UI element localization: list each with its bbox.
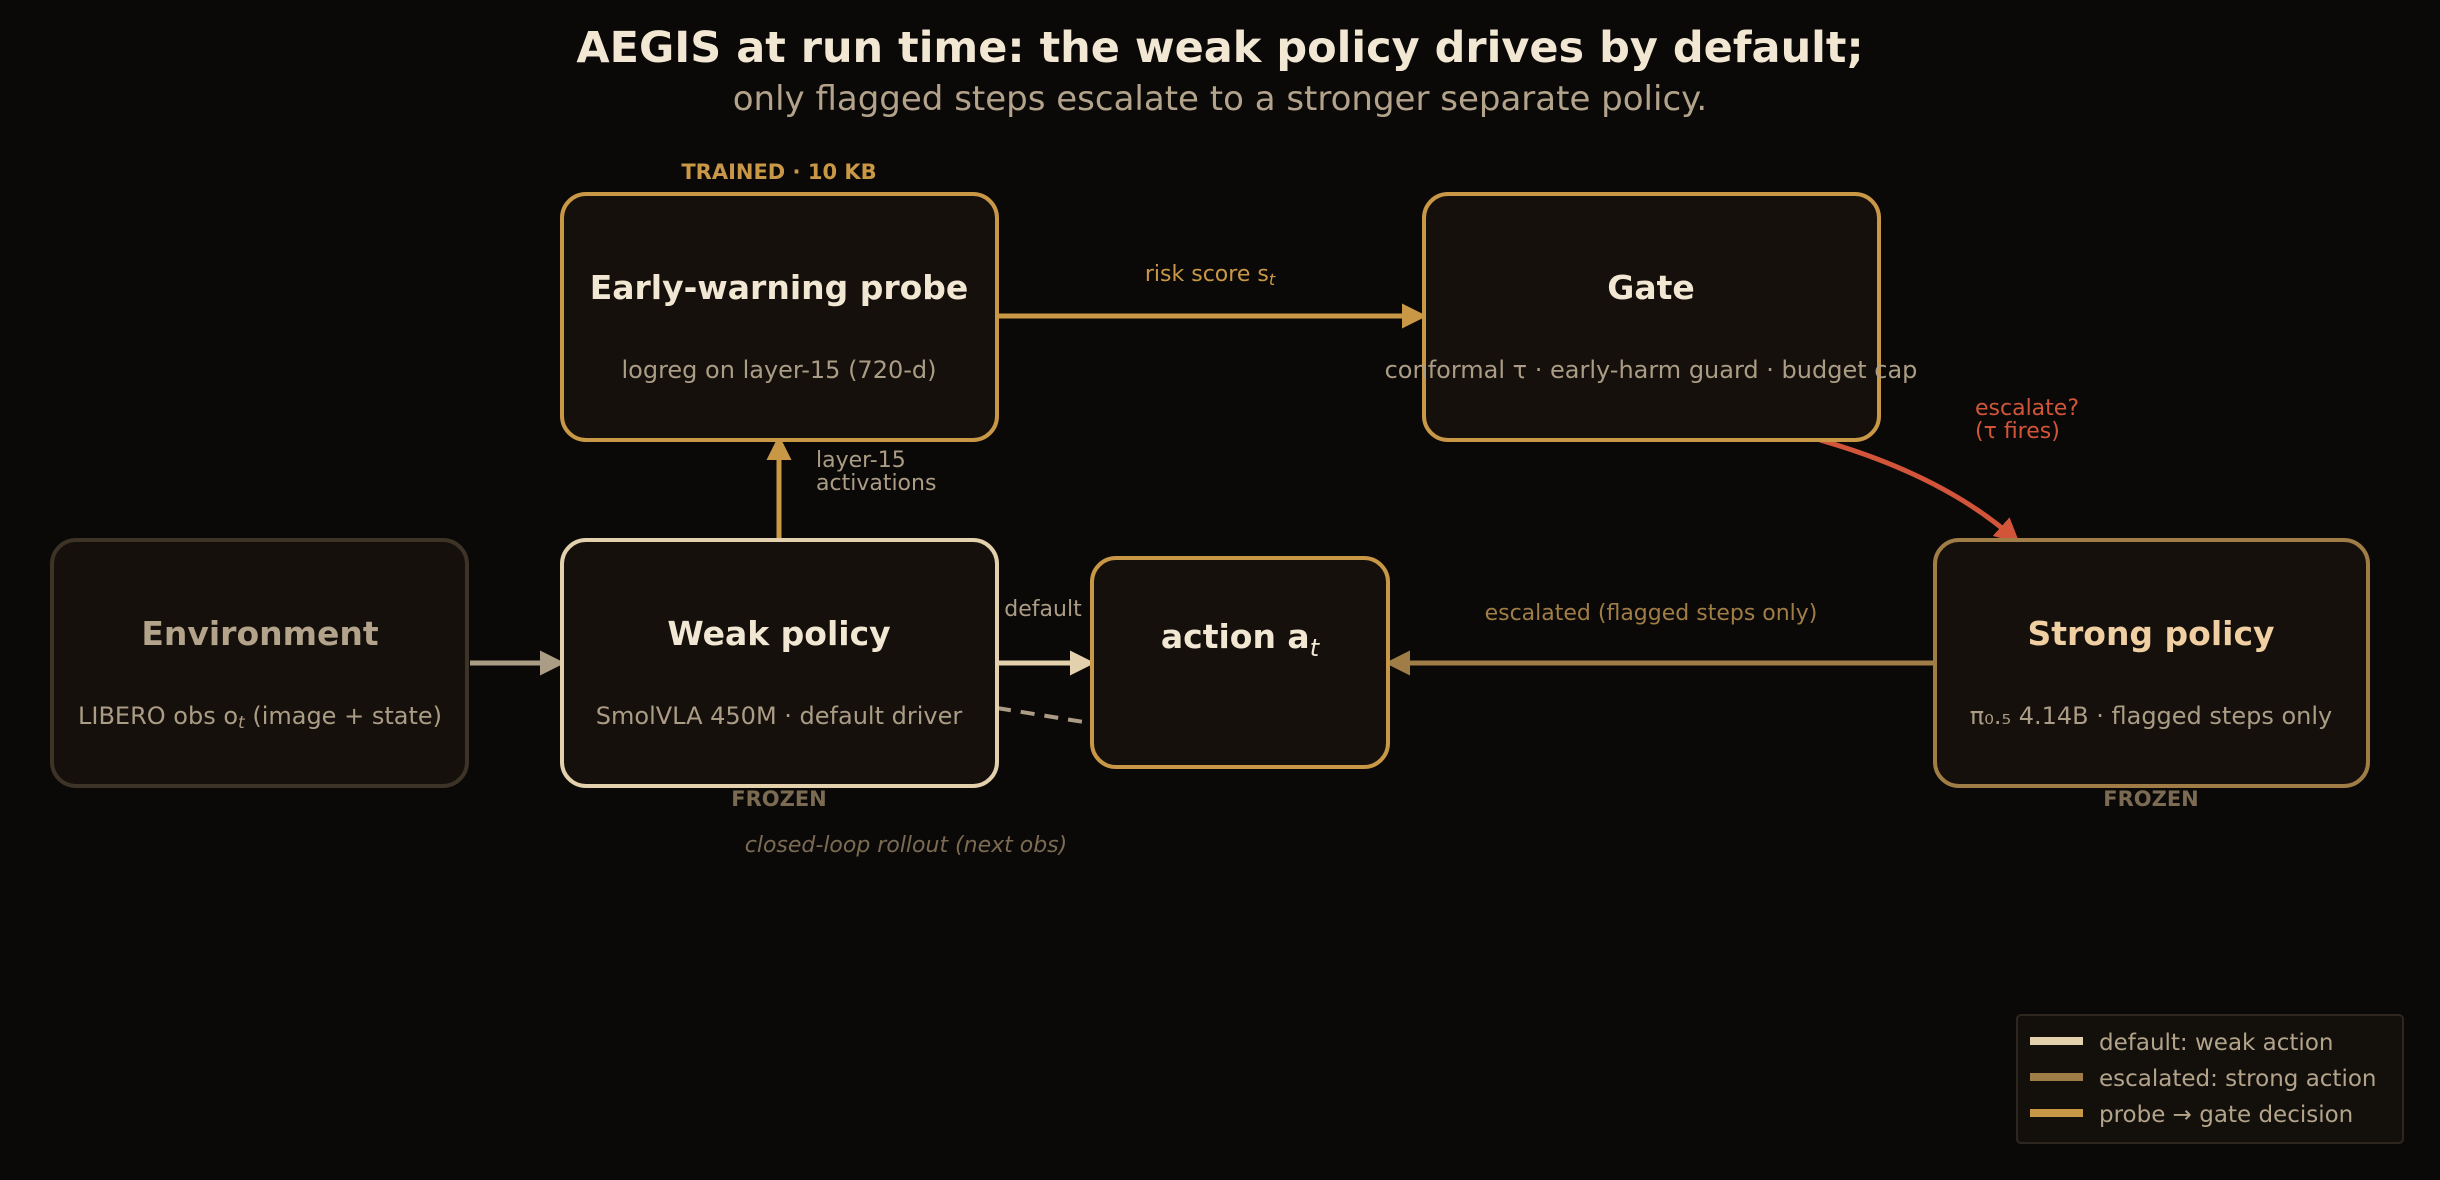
legend-label-probe-gate: probe → gate decision	[2099, 1102, 2353, 1128]
weak-policy-title: Weak policy	[667, 614, 890, 653]
legend-label-escalated: escalated: strong action	[2099, 1066, 2377, 1092]
legend-frame	[2016, 1014, 2404, 1144]
risk-score-label: risk score st	[1145, 262, 1276, 289]
environment-title: Environment	[141, 614, 379, 653]
strong-policy-frozen-tag: FROZEN	[2103, 787, 2199, 811]
environment-box	[50, 538, 469, 788]
gate-box	[1422, 192, 1881, 442]
strong-policy-subtitle: π₀.₅ 4.14B · flagged steps only	[1970, 702, 2332, 730]
rollout-label: closed-loop rollout (next obs)	[745, 833, 1067, 858]
default-label: default	[1004, 597, 1082, 622]
action-title: action at	[1161, 617, 1321, 662]
escalated-label: escalated (flagged steps only)	[1485, 601, 1818, 626]
probe-box	[560, 192, 999, 442]
weak-policy-subtitle: SmolVLA 450M · default driver	[596, 702, 963, 730]
diagram-subtitle: only flagged steps escalate to a stronge…	[733, 79, 1707, 119]
escalate-label-line1: escalate?	[1975, 396, 2079, 421]
legend: default: weak action escalated: strong a…	[2016, 1014, 2404, 1144]
probe-title: Early-warning probe	[590, 268, 969, 307]
layer15-label-line1: layer-15	[816, 448, 906, 473]
weak-policy-frozen-tag: FROZEN	[731, 787, 827, 811]
probe-trained-tag: TRAINED · 10 KB	[681, 160, 876, 184]
weak-policy-box	[560, 538, 999, 788]
strong-policy-box	[1933, 538, 2370, 788]
gate-title: Gate	[1607, 268, 1695, 307]
layer15-label-line2: activations	[816, 471, 936, 496]
escalate-label-line2: (τ fires)	[1975, 419, 2060, 444]
diagram-title: AEGIS at run time: the weak policy drive…	[576, 23, 1863, 73]
strong-policy-title: Strong policy	[2027, 614, 2274, 653]
legend-label-default: default: weak action	[2099, 1030, 2333, 1056]
action-box	[1090, 556, 1390, 769]
gate-subtitle: conformal τ · early-harm guard · budget …	[1385, 356, 1918, 384]
environment-subtitle: LIBERO obs ot (image + state)	[78, 702, 442, 733]
edge-rollout-dashed	[996, 706, 1091, 725]
probe-subtitle: logreg on layer-15 (720-d)	[621, 356, 936, 384]
edge-gate-to-strong	[1819, 437, 2020, 544]
